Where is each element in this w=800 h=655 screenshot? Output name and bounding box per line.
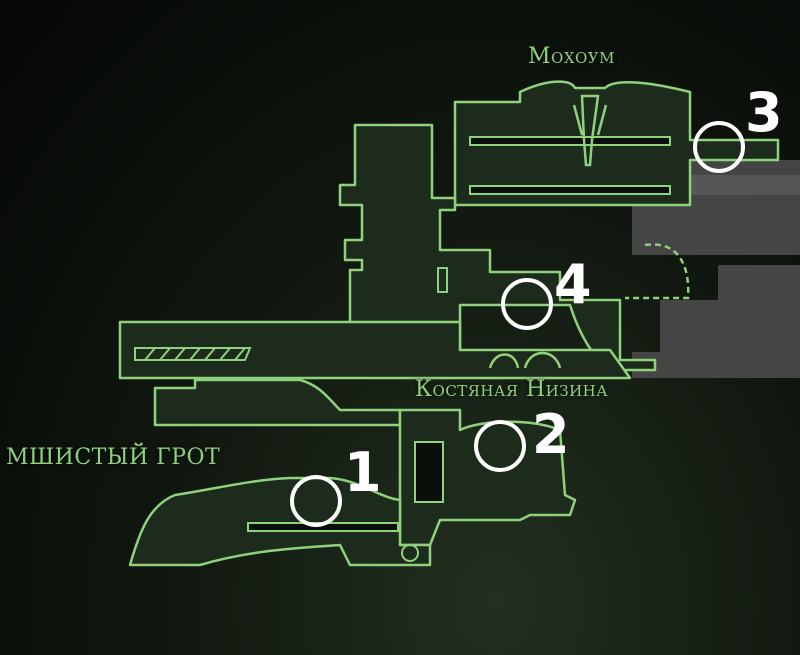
location-marker-1[interactable]: [290, 475, 342, 527]
hidden-passage: [625, 243, 690, 300]
central-shaft: [338, 123, 657, 372]
marker-number-4: 4: [554, 253, 592, 316]
lower-corridor: [153, 378, 402, 427]
marker-number-1: 1: [344, 441, 382, 504]
mosshome-crest-icon: [572, 94, 608, 167]
marker-number-2: 2: [532, 403, 570, 466]
location-marker-4[interactable]: [501, 278, 553, 330]
unexplored-region: [632, 160, 800, 378]
spike-hatching: [144, 347, 246, 361]
moss-grotto-room: [128, 476, 432, 567]
mask-icon: [401, 544, 419, 562]
area-label-mosshome: Мохоум: [528, 44, 615, 69]
bug-icon: [488, 351, 562, 369]
area-label-moss-grotto: мшистый грот: [6, 445, 221, 470]
platform: [469, 185, 671, 195]
spike-strip: [134, 347, 252, 361]
wall-block: [414, 441, 444, 503]
location-marker-2[interactable]: [474, 420, 526, 472]
location-marker-3[interactable]: [693, 121, 745, 173]
middle-corridor: [118, 320, 632, 380]
platform: [469, 136, 671, 146]
area-label-bone-bottom: Костяная Низина: [415, 377, 609, 402]
lantern-icon: [437, 267, 448, 293]
marker-number-3: 3: [745, 81, 783, 144]
